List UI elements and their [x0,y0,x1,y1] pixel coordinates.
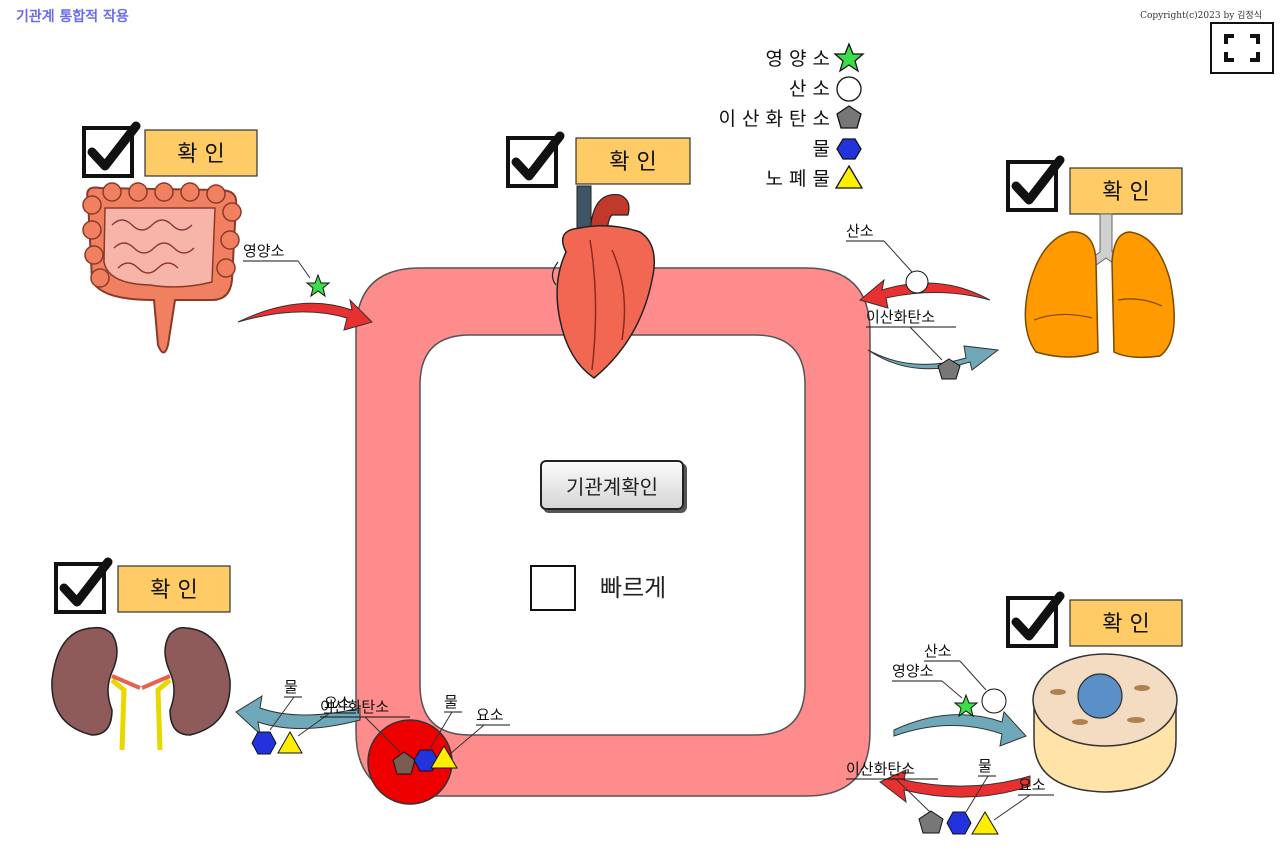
copyright-text: Copyright(c)2023 by 김정식 [1140,11,1262,21]
kidneys-confirm-button[interactable]: 확 인 [117,565,231,613]
cell-confirm-label: 확 인 [1102,612,1149,637]
cell-nutrient-label: 영양소 [892,662,934,680]
cell-urea-triangle-icon [971,811,999,835]
fullscreen-button[interactable] [1210,22,1274,74]
cell-confirm-button[interactable]: 확 인 [1069,599,1183,647]
organ-system-check-button[interactable]: 기관계확인 [540,460,684,510]
fast-mode-label: 빠르게 [600,574,667,602]
lungs-confirm-button[interactable]: 확 인 [1069,167,1183,215]
kidneys-urea-triangle-icon [277,730,303,754]
digestive-checkbox-icon [84,126,136,176]
nutrient-arrow-icon [237,298,373,331]
lungs-oxygen-arrow-icon [858,278,991,309]
heart-confirm-label: 확 인 [609,150,656,175]
water-hexagon-icon [836,138,862,160]
blood-urea-label: 요소 [476,706,504,724]
lungs-confirm-label: 확 인 [1102,180,1149,205]
body-cell-icon [1032,653,1178,793]
kidneys-water-label: 물 [284,678,298,696]
cell-waste-arrow-icon [879,769,1031,804]
cell-nutrient-star-icon [953,693,979,718]
cell-co2-label: 이산화탄소 [846,760,915,778]
legend-nutrient-label: 영 양 소 [765,48,830,70]
legend-water-label: 물 [813,138,830,160]
cell-check[interactable] [1008,596,1060,646]
blood-co2-label: 이산화탄소 [320,698,389,716]
digestive-nutrient-star-icon [305,273,331,298]
intestine-icon [82,182,242,354]
nutrient-star-icon [833,42,865,73]
lungs-icon [1024,213,1175,359]
cell-co2-pentagon-icon [918,810,944,834]
cell-checkbox-icon [1008,596,1060,646]
cell-water-label: 물 [978,757,992,775]
kidneys-checkbox-icon [56,562,108,612]
app-title: 기관계 통합적 작용 [16,9,129,25]
legend-co2-label: 이 산 화 탄 소 [718,108,830,130]
digestive-confirm-label: 확 인 [177,142,224,167]
kidneys-urea-label: 요소 [324,694,352,712]
cell-water-hexagon-icon [946,811,972,835]
lungs-checkbox-icon [1008,160,1060,210]
kidneys-confirm-label: 확 인 [150,578,197,603]
legend-oxygen-label: 산 소 [789,78,830,100]
fullscreen-icon [1224,34,1260,62]
co2-pentagon-icon [836,105,862,129]
kidneys-arrow-icon [235,694,361,736]
heart-confirm-button[interactable]: 확 인 [575,137,691,185]
cell-oxygen-label: 산소 [924,642,952,660]
digestive-nutrient-label: 영양소 [243,242,285,260]
heart-check[interactable] [508,136,560,186]
heart-checkbox-icon [508,136,560,186]
waste-triangle-icon [834,164,864,189]
heart-icon [551,185,655,379]
lungs-oxygen-label: 산소 [846,222,874,240]
legend-waste-label: 노 폐 물 [765,168,830,190]
kidneys-water-hexagon-icon [251,731,277,755]
cell-supply-arrow-icon [893,710,1027,747]
lungs-co2-label: 이산화탄소 [866,308,935,326]
lungs-oxygen-circle-icon [905,270,929,294]
kidneys-icon [51,626,231,751]
kidneys-check[interactable] [56,562,108,612]
fast-mode-checkbox[interactable] [530,565,576,611]
cell-oxygen-circle-icon [981,688,1007,714]
legend: 영 양 소 산 소 이 산 화 탄 소 물 노 폐 물 [718,42,865,190]
lungs-check[interactable] [1008,160,1060,210]
oxygen-circle-icon [836,76,862,102]
lungs-co2-pentagon-icon [937,358,961,380]
lungs-co2-arrow-icon [867,345,1000,371]
digestive-check[interactable] [84,126,136,176]
blood-water-label: 물 [444,693,458,711]
cell-urea-label: 요소 [1018,776,1046,794]
digestive-confirm-button[interactable]: 확 인 [144,129,258,177]
